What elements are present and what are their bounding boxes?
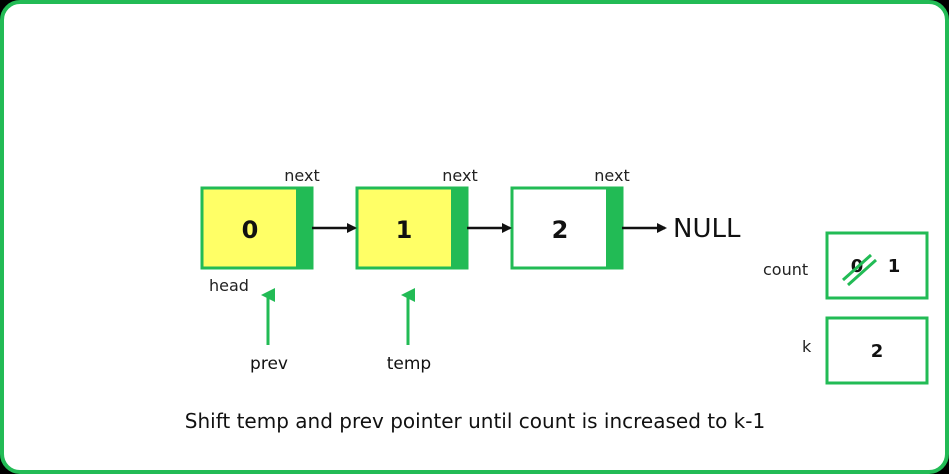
node-0-next-label: next	[284, 166, 319, 185]
node-0-next-field	[296, 188, 312, 268]
count-value: 1	[888, 256, 901, 277]
temp-pointer: temp	[387, 288, 431, 374]
list-node-1: 1 next	[355, 166, 478, 270]
count-strike-1	[842, 253, 872, 282]
k-value: 2	[871, 341, 884, 362]
node-2-next-field	[606, 188, 622, 268]
caption: Shift temp and prev pointer until count …	[185, 409, 765, 433]
prev-pointer: prev	[250, 288, 288, 374]
node-1-value: 1	[396, 216, 413, 244]
node-2-box	[510, 186, 624, 270]
count-box	[825, 231, 929, 300]
k-label: k	[802, 337, 812, 356]
count-label: count	[763, 260, 808, 279]
count-variable: count 0 1	[763, 231, 929, 300]
node-0-box	[200, 186, 314, 270]
count-strike-2	[847, 258, 877, 287]
list-node-2: 2 next	[510, 166, 630, 270]
node-2-value: 2	[552, 216, 569, 244]
head-label: head	[209, 276, 249, 295]
prev-pointer-label: prev	[250, 354, 288, 374]
temp-pointer-label: temp	[387, 354, 431, 374]
node-0-value: 0	[242, 216, 259, 244]
k-box	[825, 316, 929, 385]
k-variable: k 2	[802, 316, 929, 385]
node-1-next-field	[451, 188, 467, 268]
node-2-next-label: next	[594, 166, 629, 185]
list-node-0: 0 next	[200, 166, 320, 270]
null-label: NULL	[673, 214, 741, 244]
node-1-next-label: next	[442, 166, 477, 185]
